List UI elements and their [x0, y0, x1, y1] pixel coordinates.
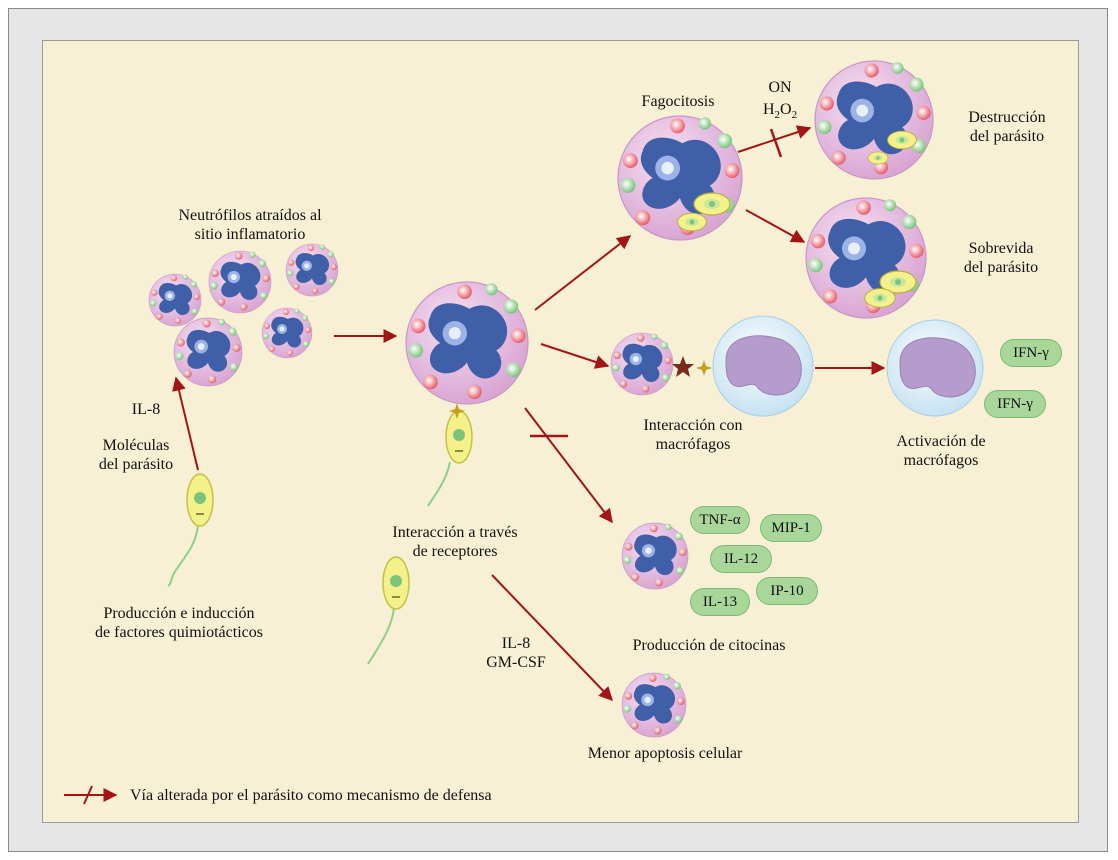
arrow-center-to-phagocytosis — [534, 235, 632, 311]
parasite-left-icon — [167, 473, 214, 587]
ifn-gamma-pill: IFN-γ — [984, 390, 1046, 418]
neutrophil-icon — [208, 250, 272, 314]
cytokine-production-label: Producción de citocinas — [632, 637, 786, 654]
neutrophil-cluster — [148, 243, 339, 387]
arrow-phagocytosis-to-survival — [745, 209, 806, 243]
arrow-parasite-to-neutrophils — [172, 376, 199, 471]
parasite-center-icon — [427, 403, 473, 507]
h2o2-label: H2O2 — [762, 101, 798, 122]
ifn-gamma-pill: IFN-γ — [1000, 339, 1062, 367]
cytokine-neutrophil-icon — [621, 522, 689, 590]
neutrophil-icon — [173, 317, 243, 387]
apoptosis-label: Menor apoptosis celular — [587, 745, 743, 762]
arrow-receptors-to-apoptosis — [491, 574, 613, 702]
central-neutrophil-icon — [405, 281, 529, 405]
neutrophil-icon — [148, 273, 202, 327]
il8-label: IL-8 — [131, 401, 161, 418]
star-icon — [672, 356, 694, 377]
apoptosis-neutrophil-icon — [621, 672, 687, 738]
parasite-bottom-icon — [367, 556, 410, 665]
surviving-parasite-icon — [864, 288, 896, 308]
neutrophil-icon — [261, 307, 313, 359]
legend-arrow-icon — [64, 785, 118, 805]
cytokine-pill-tnf: TNF-α — [690, 506, 750, 534]
sparkle-icon — [696, 360, 712, 376]
engulfed-parasite-icon — [677, 212, 707, 232]
arrows — [172, 125, 886, 702]
arrow-center-to-cytokines — [524, 407, 613, 524]
block-mark-destruction — [769, 128, 783, 158]
neutrophil-icon — [285, 243, 339, 297]
cytokine-pill-il13: IL-13 — [690, 588, 750, 616]
phagocytosis-label: Fagocitosis — [641, 93, 715, 110]
cytokine-pill-mip1: MIP-1 — [760, 514, 822, 542]
legend-text: Vía alterada por el parásito como mecani… — [130, 787, 492, 804]
degraded-parasite-icon — [867, 151, 889, 165]
cytokine-pill-il12: IL-12 — [710, 545, 772, 573]
cytokine-pill-ip10: IP-10 — [756, 577, 818, 605]
activated-macrophage-icon — [886, 319, 984, 417]
arrow-center-to-macrophage-interaction — [540, 343, 610, 369]
degraded-parasite-icon — [887, 130, 917, 150]
on-label: ON — [768, 79, 792, 96]
macrophage-icon — [712, 315, 814, 417]
small-neutrophil-icon — [610, 332, 674, 396]
engulfed-parasite-icon — [693, 192, 731, 216]
diagram-panel — [42, 40, 1079, 823]
